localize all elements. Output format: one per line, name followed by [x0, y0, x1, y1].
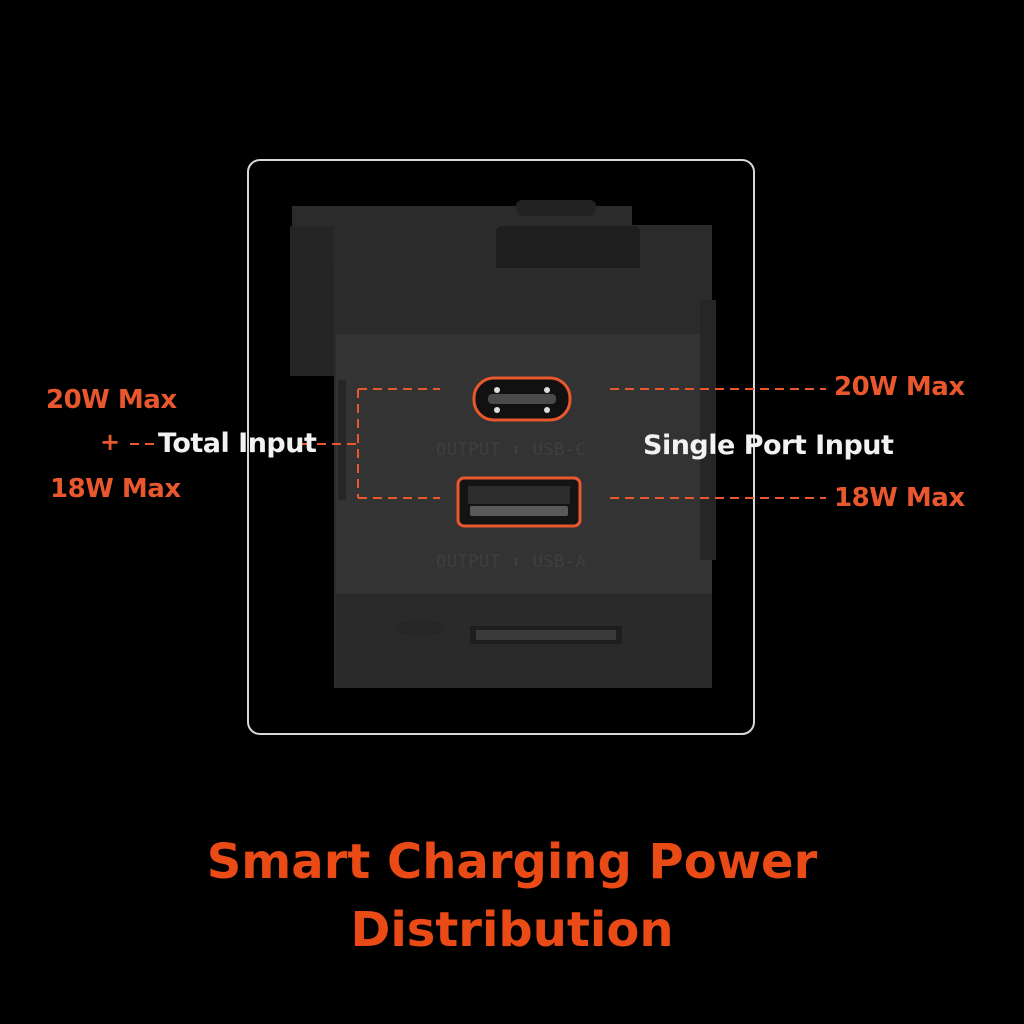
- usb-c-port-label: OUTPUT ⬆ USB-C: [436, 440, 587, 460]
- usb-c-dot: [494, 407, 500, 413]
- usb-c-dot: [544, 407, 550, 413]
- usb-c-port-tongue: [488, 394, 556, 404]
- headline-line-1: Smart Charging Power: [206, 834, 818, 890]
- left-bottom-max-label: 18W Max: [50, 474, 181, 504]
- frame-outline: [247, 159, 755, 735]
- right-bottom-max-label: 18W Max: [834, 483, 965, 513]
- single-port-input-label: Single Port Input: [643, 430, 894, 461]
- usb-a-port-label: OUTPUT ⬆ USB-A: [436, 552, 587, 572]
- usb-c-dot: [494, 387, 500, 393]
- device-side-vent: [338, 380, 346, 500]
- device-right-strip: [700, 300, 716, 560]
- usb-a-port-inner: [468, 486, 570, 504]
- total-input-label: Total Input: [158, 428, 317, 459]
- plus-sign: +: [100, 428, 120, 456]
- usb-a-port-tongue: [470, 506, 568, 516]
- right-top-max-label: 20W Max: [834, 372, 965, 402]
- device-top-bump: [516, 200, 596, 216]
- device-bottom-vent: [396, 620, 444, 636]
- left-top-max-label: 20W Max: [46, 385, 177, 415]
- usb-c-dot: [544, 387, 550, 393]
- device-left-cap: [290, 226, 334, 376]
- device-bottom-slot-inner: [476, 630, 616, 640]
- headline-line-2: Distribution: [350, 902, 674, 958]
